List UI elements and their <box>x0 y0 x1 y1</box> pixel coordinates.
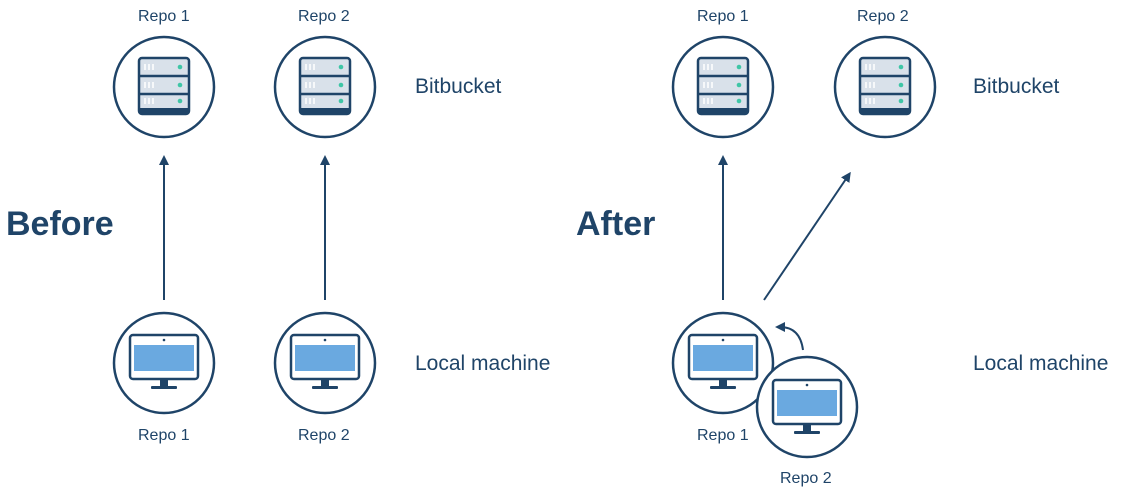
after-remote-repo1-label: Repo 1 <box>697 8 749 25</box>
before-local-machine-label: Local machine <box>415 352 551 375</box>
before-bitbucket-label: Bitbucket <box>415 75 502 98</box>
after-bitbucket-label: Bitbucket <box>973 75 1060 98</box>
after-local-repo2-label: Repo 2 <box>780 470 832 487</box>
before-remote-repo2-node <box>273 35 377 139</box>
after-local-repo2-node <box>755 355 859 459</box>
after-local-machine-label: Local machine <box>973 352 1109 375</box>
after-title: After <box>576 205 656 243</box>
server-icon <box>137 56 191 116</box>
after-local-repo1-label: Repo 1 <box>697 427 749 444</box>
after-remote-repo2-node <box>833 35 937 139</box>
server-icon <box>858 56 912 116</box>
before-title: Before <box>6 205 114 243</box>
server-icon <box>298 56 352 116</box>
before-local-repo1-label: Repo 1 <box>138 427 190 444</box>
before-local-repo2-label: Repo 2 <box>298 427 350 444</box>
before-remote-repo2-label: Repo 2 <box>298 8 350 25</box>
after-remote-repo1-node <box>671 35 775 139</box>
before-local-repo1-node <box>112 311 216 415</box>
after-push-arrow-2 <box>763 171 851 301</box>
before-local-repo2-node <box>273 311 377 415</box>
before-remote-repo1-node <box>112 35 216 139</box>
after-curved-arrow <box>775 322 804 351</box>
server-icon <box>696 56 750 116</box>
after-local-repo1-node <box>671 311 775 415</box>
before-remote-repo1-label: Repo 1 <box>138 8 190 25</box>
after-remote-repo2-label: Repo 2 <box>857 8 909 25</box>
